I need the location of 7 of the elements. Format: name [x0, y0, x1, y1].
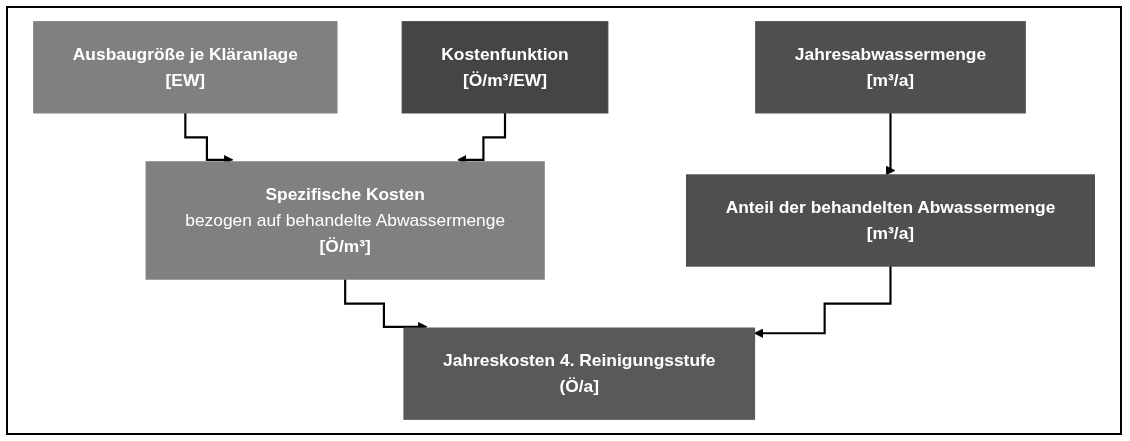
arrow [885, 111, 896, 176]
node-box: Kostenfunktion [Ö/m³/EW] [401, 21, 609, 114]
node-box: Ausbaugröße je Kläranlage [EW] [33, 21, 338, 114]
node-box: Jahresabwassermenge [m³/a] [755, 21, 1026, 114]
node-box: Jahreskosten 4. Reinigungsstufe (Ö/a] [403, 327, 756, 420]
node-box: Spezifische Kosten bezogen auf behandelte Abwassermenge [Ö/m³] [145, 161, 545, 280]
node-box: Anteil der behandelten Abwassermenge [m³/a] [685, 174, 1095, 267]
